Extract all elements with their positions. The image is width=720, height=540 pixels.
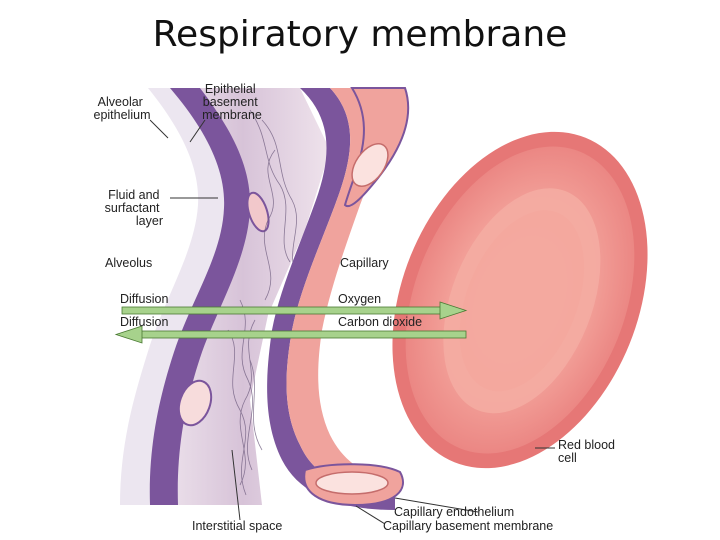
epithelial-nucleus-lower <box>177 379 213 427</box>
label-capillary-endothelium: Capillary endothelium <box>394 505 514 519</box>
leader-capillary-basement <box>355 505 386 525</box>
oxygen-diffusion-arrow <box>121 301 468 320</box>
label-alveolus: Alveolus <box>105 256 152 270</box>
leader-capillary-endothelium <box>394 497 479 513</box>
label-diffusion-co2: Diffusion <box>120 315 168 329</box>
leader-alveolar-epithelium <box>149 119 169 139</box>
label-carbon-dioxide: Carbon dioxide <box>338 315 422 329</box>
label-alveolar-epithelium: Alveolar epithelium <box>94 95 151 122</box>
capillary-basement-membrane <box>267 88 395 510</box>
label-fluid-surfactant-layer: Fluid and surfactant layer <box>105 188 163 228</box>
label-interstitial-space: Interstitial space <box>192 519 282 533</box>
endothelial-nucleus-lower <box>315 471 389 495</box>
endothelial-nucleus-upper <box>351 143 389 187</box>
capillary-endothelium <box>286 88 395 492</box>
interstitial-fibres <box>227 109 297 496</box>
leader-interstitial-space <box>231 449 241 521</box>
page-title: Respiratory membrane <box>152 14 568 55</box>
alveolar-epithelium <box>149 88 251 505</box>
label-red-blood-cell: Red blood cell <box>558 438 618 465</box>
label-diffusion-oxygen: Diffusion <box>120 292 168 306</box>
carbon-dioxide-diffusion-arrow <box>114 325 467 344</box>
red-blood-cell <box>392 131 648 469</box>
fluid-surfactant-layer <box>120 88 229 505</box>
label-epithelial-basement-membrane: Epithelial basement membrane <box>202 82 262 122</box>
label-oxygen: Oxygen <box>338 292 381 306</box>
label-capillary-basement-membrane: Capillary basement membrane <box>383 519 553 533</box>
leader-epithelial-basement <box>189 119 206 143</box>
epithelial-nucleus <box>246 191 270 233</box>
label-capillary: Capillary <box>340 256 389 270</box>
